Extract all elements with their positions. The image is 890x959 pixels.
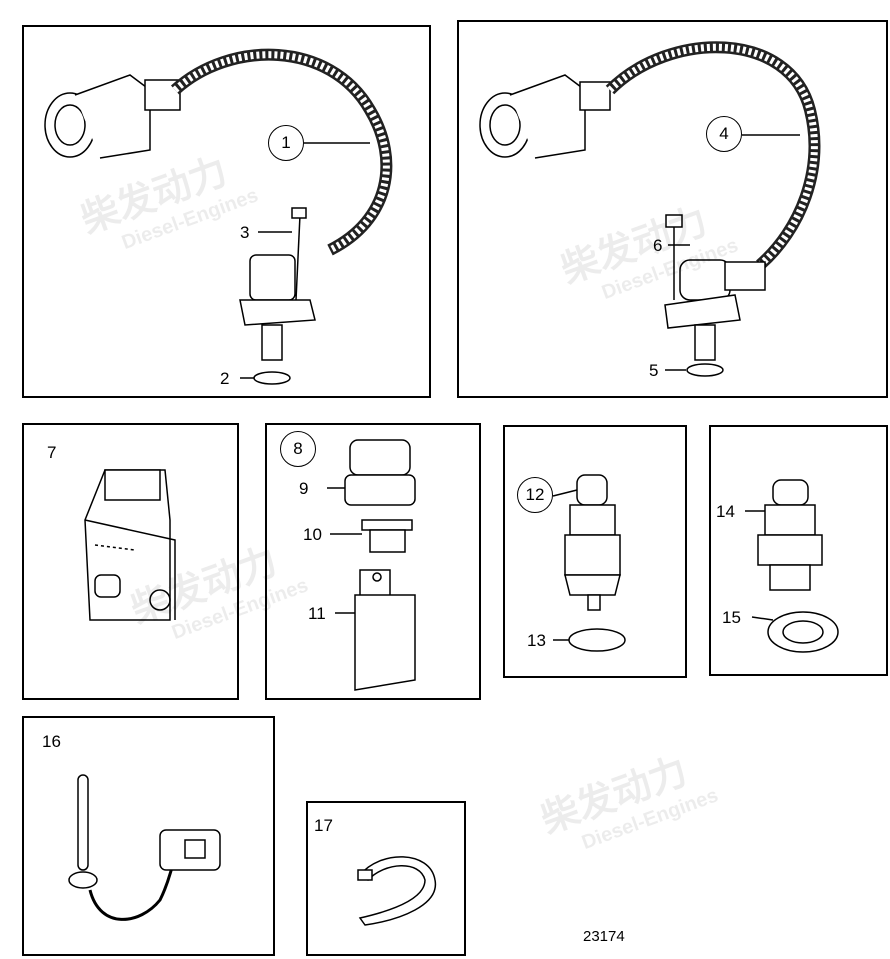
callout-1: 1	[268, 125, 304, 161]
callout-12: 12	[517, 477, 553, 513]
callout-13: 13	[527, 631, 546, 650]
callout-2: 2	[220, 369, 230, 388]
callout-9: 9	[299, 479, 309, 498]
relay-assembly-drawing	[327, 439, 416, 691]
callout-4: 4	[706, 116, 742, 152]
sensor-14-drawing	[745, 479, 839, 653]
panel-cable-tie-17	[306, 801, 466, 956]
callout-14: 14	[716, 502, 735, 521]
sensor-harness-4-drawing	[479, 41, 821, 377]
pressure-sensor-7-drawing	[84, 469, 176, 621]
panel-sensor-16	[22, 716, 275, 956]
panel-sensor-1	[22, 25, 431, 398]
callout-7: 7	[47, 443, 57, 462]
callout-3: 3	[240, 223, 250, 242]
sensor-12-drawing	[552, 474, 626, 652]
cable-tie-17-drawing	[357, 856, 437, 926]
callout-15: 15	[722, 608, 741, 627]
sensor-16-drawing	[68, 774, 221, 921]
sensor-harness-1-drawing	[44, 48, 393, 385]
callout-5: 5	[649, 361, 659, 380]
panel-sensor-12	[503, 425, 687, 678]
figure-number: 23174	[583, 928, 625, 945]
callout-17: 17	[314, 816, 333, 835]
panel-sensor-4	[457, 20, 888, 398]
panel-sensor-14	[709, 425, 888, 676]
callout-16: 16	[42, 732, 61, 751]
panel-relay-8	[265, 423, 481, 700]
callout-10: 10	[303, 525, 322, 544]
callout-8: 8	[280, 431, 316, 467]
callout-6: 6	[653, 236, 663, 255]
callout-11: 11	[308, 604, 326, 623]
panel-sensor-7	[22, 423, 239, 700]
